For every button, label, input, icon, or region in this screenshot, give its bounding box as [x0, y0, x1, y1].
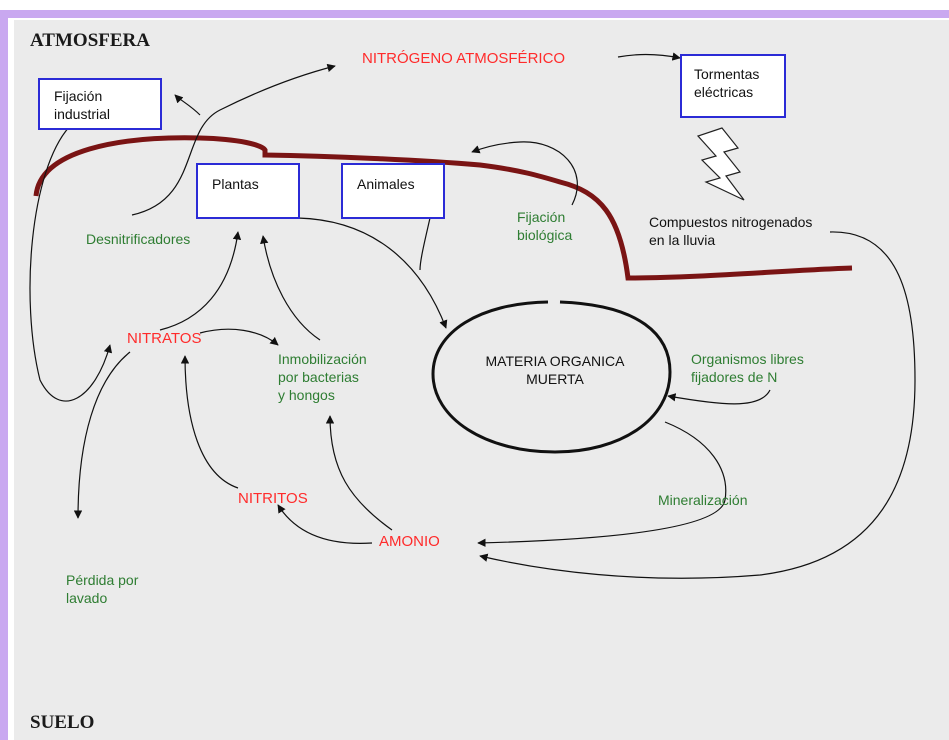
arrow-n2-to-storms [617, 52, 681, 61]
storms-box: Tormentas eléctricas [680, 54, 786, 118]
arrow-nitrites-to-nitrates [180, 355, 239, 489]
atmospheric-nitrogen-label: NITRÓGENO ATMOSFÉRICO [362, 50, 566, 67]
arrow-biological-fixation [471, 141, 578, 206]
leaching-loss-label: Pérdida por lavado [66, 572, 139, 606]
frame-top-border [0, 10, 949, 18]
denitrifiers-label: Desnitrificadores [86, 231, 191, 247]
industrial-fixation-box: Fijación industrial [38, 78, 162, 130]
storms-label: Tormentas eléctricas [694, 66, 760, 100]
arrow-nitrates-to-plants [159, 231, 242, 331]
biological-fixation-label: Fijación biológica [517, 209, 573, 243]
plants-label: Plantas [212, 176, 259, 192]
plants-box: Plantas [196, 163, 300, 219]
animals-label: Animales [357, 176, 415, 192]
arrow-nitrates-to-leaching [73, 351, 131, 519]
arrow-ammonium-to-immobilization [325, 415, 393, 531]
arrow-rain-to-ammonium [479, 231, 916, 579]
arrow-up-to-industrial [174, 94, 201, 116]
arrow-mineralization-to-ammonium [477, 421, 727, 548]
arrow-animals-to-organic-matter [419, 217, 431, 271]
arrow-nitrates-to-immobilization [199, 328, 279, 346]
arrow-free-organisms-to-organic-matter [667, 389, 771, 405]
arrow-denitrification-to-n2 [131, 63, 336, 216]
lightning-icon [696, 127, 745, 201]
atmosphere-soil-boundary [33, 135, 853, 281]
arrow-ammonium-to-nitrites [277, 504, 373, 544]
arrow-industrial-to-nitratos [29, 125, 113, 402]
atmosphere-label: ATMOSFERA [30, 30, 150, 51]
immobilization-label: Inmobilización por bacterias y hongos [278, 351, 367, 403]
animals-box: Animales [341, 163, 445, 219]
frame-left-border [0, 10, 8, 740]
ammonium-label: AMONIO [379, 533, 440, 550]
free-organisms-label: Organismos libres fijadores de N [691, 351, 804, 385]
rain-compounds-label: Compuestos nitrogenados en la lluvia [649, 214, 813, 248]
nitrites-label: NITRITOS [238, 490, 308, 507]
mineralization-label: Mineralización [658, 492, 748, 508]
organic-matter-ellipse [431, 300, 672, 454]
industrial-fixation-label: Fijación industrial [54, 88, 111, 122]
arrow-immobilization-to-plants [260, 235, 321, 341]
soil-label: SUELO [30, 712, 95, 733]
nitrates-label: NITRATOS [127, 330, 202, 347]
dead-organic-matter-label: MATERIA ORGANICA MUERTA [485, 353, 625, 387]
arrow-plants-to-organic-matter [297, 217, 448, 329]
